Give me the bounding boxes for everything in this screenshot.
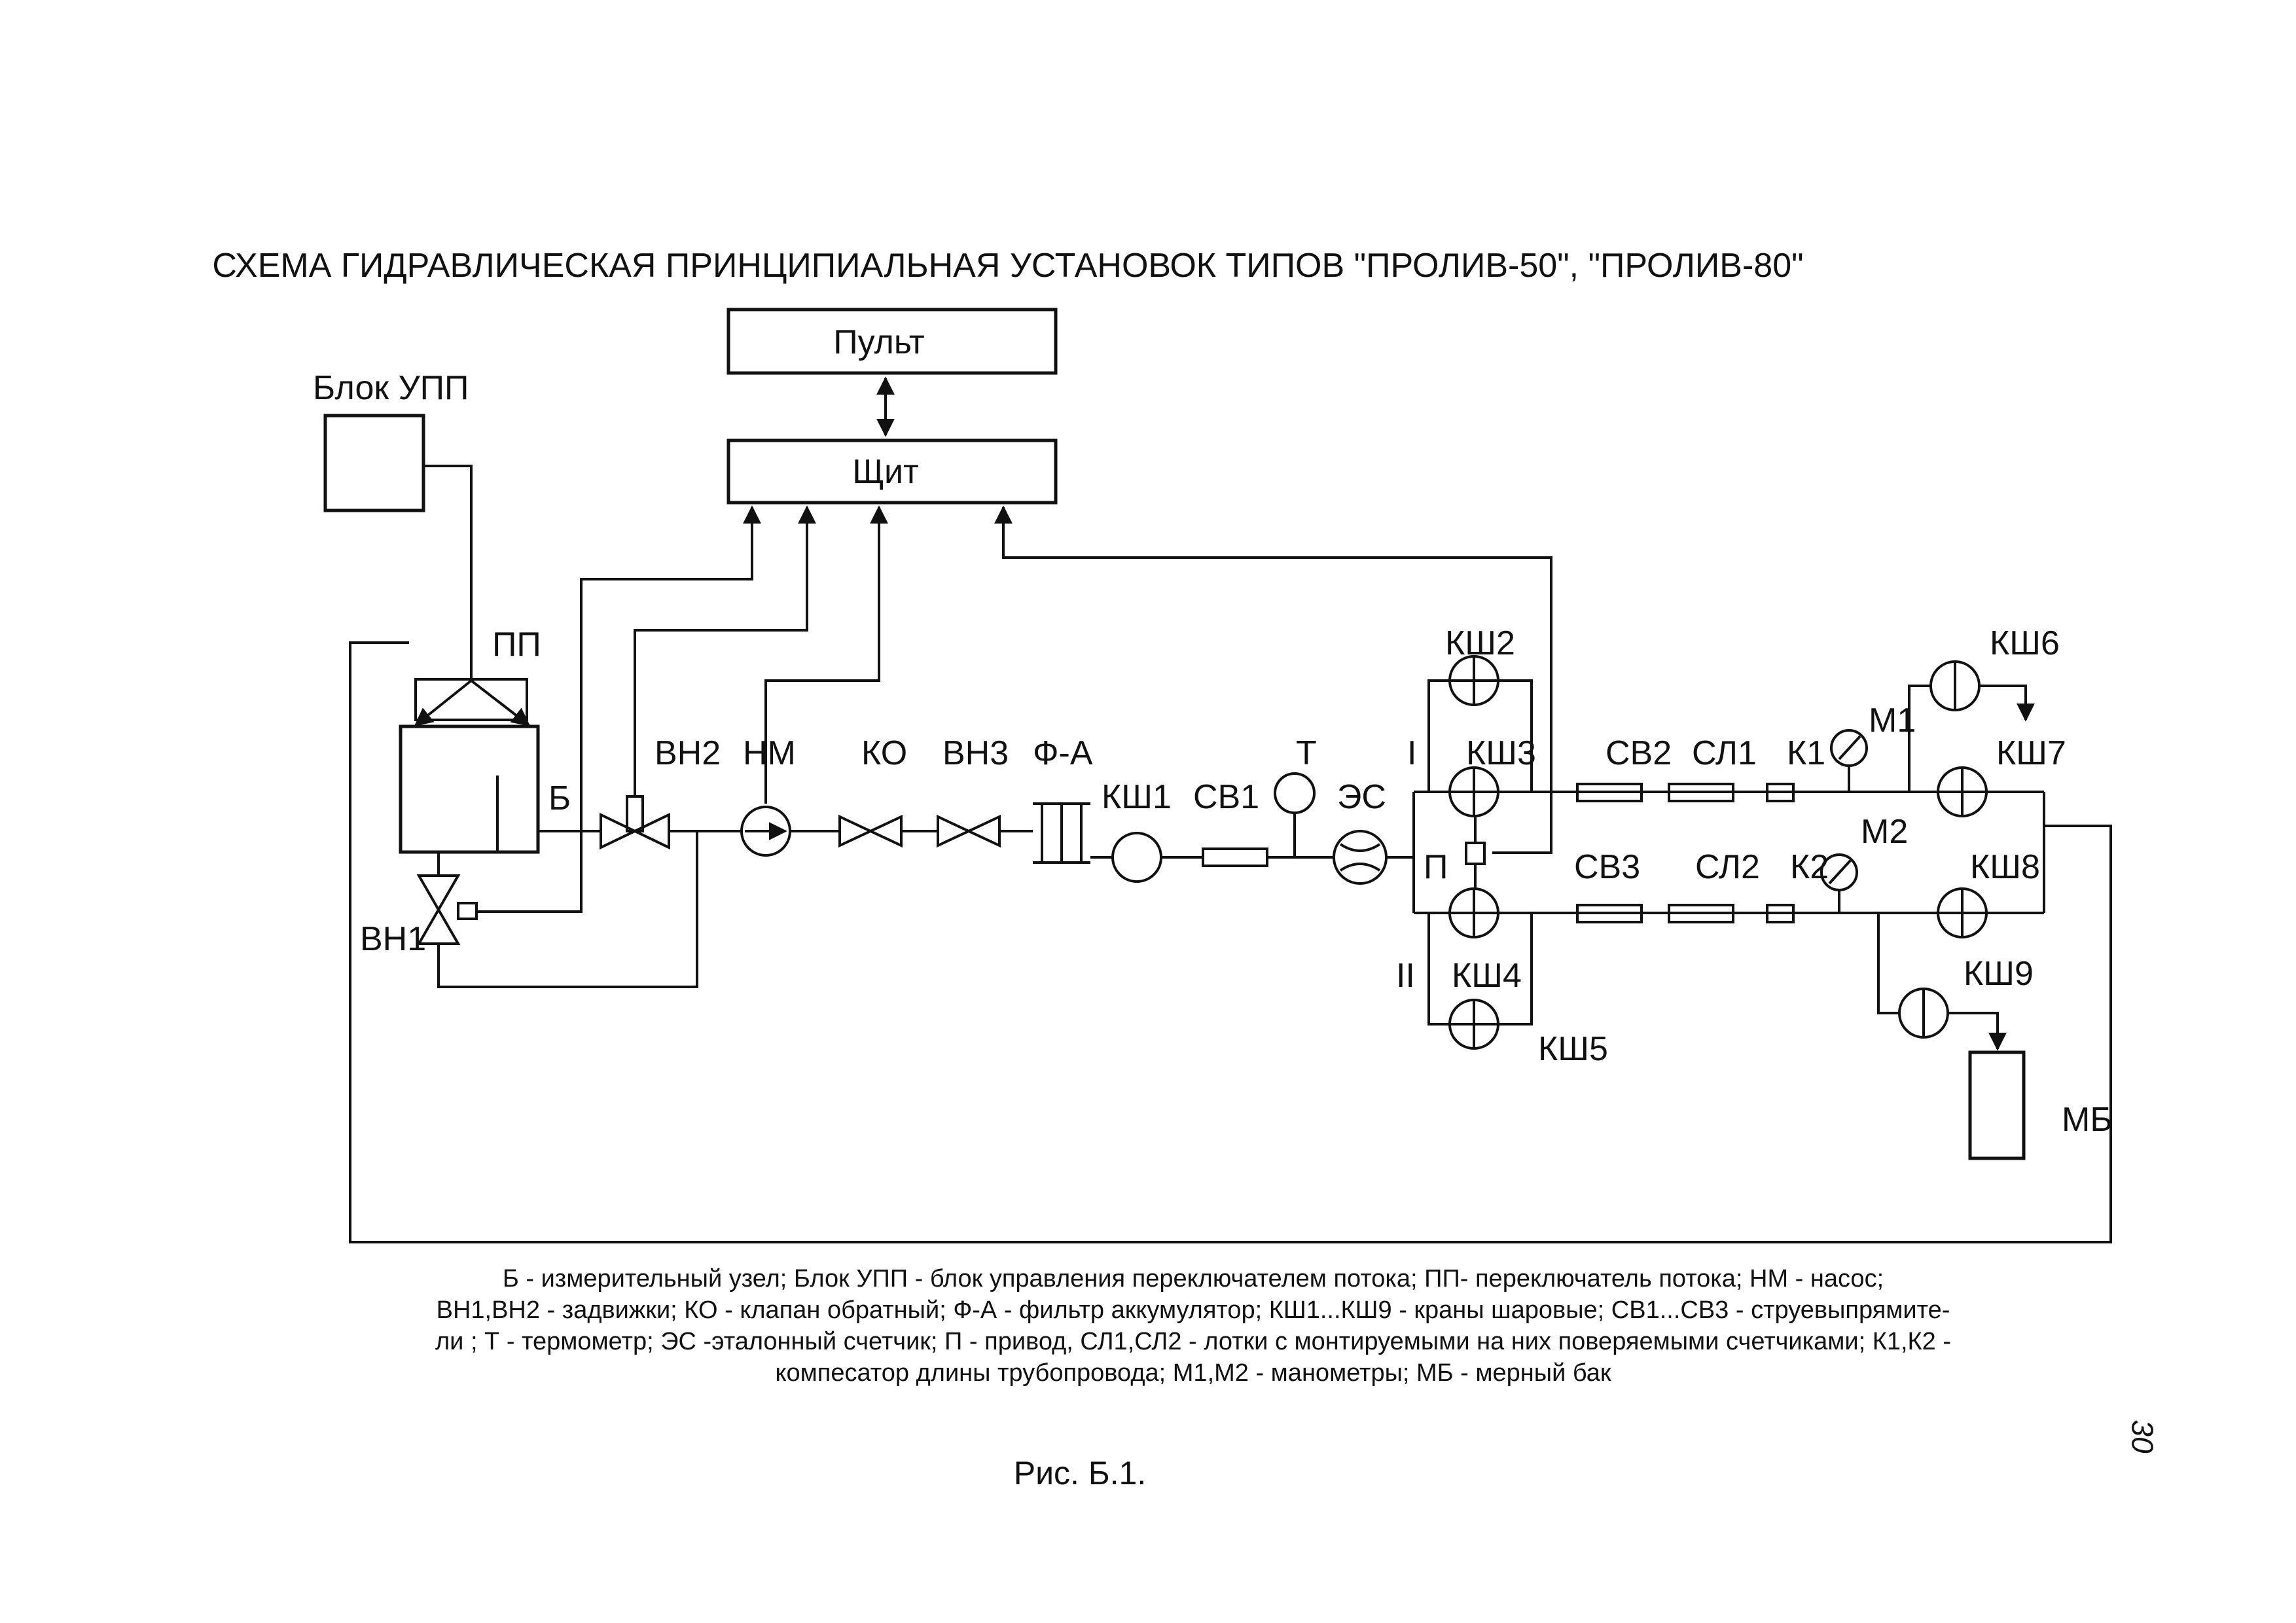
upp-block xyxy=(323,414,425,512)
vn3-valve xyxy=(937,814,972,848)
legend-line: ВН1,ВН2 - задвижки; КО - клапан обратный… xyxy=(436,1296,1950,1324)
manometer-m1 xyxy=(1830,729,1868,767)
vn3-label: ВН3 xyxy=(942,734,1009,772)
pp-arrow-left xyxy=(414,679,473,726)
thermometer xyxy=(1274,772,1316,814)
shchit-block xyxy=(726,438,1058,505)
check-valve-b xyxy=(867,814,903,848)
ksh9-label: КШ9 xyxy=(1964,955,2034,993)
reference-meter xyxy=(1333,830,1388,885)
pipe-return xyxy=(349,641,2112,1243)
es-curve-1 xyxy=(1339,843,1381,852)
ksh2-label: КШ2 xyxy=(1445,624,1515,662)
nm-label: НМ xyxy=(743,734,796,772)
upp-label: Блок УПП xyxy=(313,369,469,407)
page-number: 30 xyxy=(2125,1419,2160,1454)
flow-switch xyxy=(414,678,528,721)
tray-sl1 xyxy=(1668,783,1734,802)
pipe-ksh2-branch xyxy=(1427,679,1533,792)
straightener-sv3 xyxy=(1576,904,1643,923)
vn2-valve xyxy=(600,812,638,850)
ksh9-outlet xyxy=(1948,1012,2007,1051)
sl1-label: СЛ1 xyxy=(1692,734,1757,772)
ksh3-label: КШ3 xyxy=(1466,734,1536,772)
signal-nm xyxy=(764,505,888,804)
fa-label: Ф-А xyxy=(1033,734,1093,772)
pump xyxy=(740,806,791,857)
compensator-k1 xyxy=(1766,783,1795,802)
pp-arrow-right xyxy=(470,679,531,726)
measuring-node xyxy=(399,724,540,854)
pipe-bypass xyxy=(437,831,698,988)
vn2-valve-b xyxy=(632,812,670,850)
straightener-sv1 xyxy=(1202,847,1268,867)
figure-caption: Рис. Б.1. xyxy=(1013,1455,1147,1491)
es-label: ЭС xyxy=(1337,778,1386,816)
sv3-label: СВ3 xyxy=(1574,848,1640,886)
mb-label: МБ xyxy=(2062,1101,2112,1139)
pult-block xyxy=(726,308,1058,375)
legend: Б - измерительный узел; Блок УПП - блок … xyxy=(234,1263,2152,1389)
ksh7-label: КШ7 xyxy=(1996,734,2066,772)
ksh5-label: КШ5 xyxy=(1538,1030,1608,1068)
es-curve-2 xyxy=(1339,863,1381,872)
ball-valve-ksh1 xyxy=(1111,832,1162,883)
check-valve xyxy=(838,814,874,848)
drive xyxy=(1465,842,1486,865)
sv1-label: СВ1 xyxy=(1193,778,1259,816)
k1-label: К1 xyxy=(1787,734,1825,772)
legend-line: Б - измерительный узел; Блок УПП - блок … xyxy=(502,1265,1884,1293)
vn1-label: ВН1 xyxy=(360,920,426,958)
vn3-valve-b xyxy=(965,814,1001,848)
legend-line: ли ; Т - термометр; ЭС -эталонный счетчи… xyxy=(435,1328,1951,1355)
ko-label: КО xyxy=(861,734,907,772)
signal-vn1 xyxy=(478,505,761,913)
ii-label: II xyxy=(1396,957,1415,995)
upp-line xyxy=(423,465,473,679)
m2-needle xyxy=(1828,859,1852,885)
b-label: Б xyxy=(548,779,571,817)
p-label: П xyxy=(1424,848,1448,886)
ksh6-label: КШ6 xyxy=(1990,624,2060,662)
sv2-label: СВ2 xyxy=(1605,734,1672,772)
m2-label: М2 xyxy=(1861,813,1908,851)
vn2-actuator xyxy=(626,795,644,832)
sl2-label: СЛ2 xyxy=(1695,848,1760,886)
m1-needle xyxy=(1838,735,1861,760)
pipe-ksh5-branch xyxy=(1427,913,1533,1026)
ksh4-label: КШ4 xyxy=(1452,957,1522,995)
ksh1-label: КШ1 xyxy=(1102,778,1172,816)
signal-vn2 xyxy=(634,505,816,796)
pipe-ksh9 xyxy=(1877,913,1899,1014)
tray-sl2 xyxy=(1668,904,1734,923)
pp-label: ПП xyxy=(492,626,541,664)
ksh8-label: КШ8 xyxy=(1970,848,2040,886)
vn1-valve-top xyxy=(416,874,461,913)
ksh6-outlet xyxy=(1979,685,2035,722)
compensator-k2 xyxy=(1766,904,1795,923)
pult-label: Пульт xyxy=(833,323,924,361)
vn1-actuator xyxy=(457,902,478,920)
scheme-title: СХЕМА ГИДРАВЛИЧЕСКАЯ ПРИНЦИПИАЛЬНАЯ УСТА… xyxy=(212,247,1803,285)
straightener-sv2 xyxy=(1576,783,1643,802)
measuring-tank xyxy=(1968,1050,2026,1160)
signal-privod xyxy=(994,505,1552,854)
i-label: I xyxy=(1407,734,1416,772)
vn2-label: ВН2 xyxy=(655,734,721,772)
shchit-label: Щит xyxy=(852,453,919,491)
t-label: Т xyxy=(1296,734,1317,772)
manometer-m2 xyxy=(1820,853,1858,891)
legend-line: компесатор длины трубопровода; М1,М2 - м… xyxy=(775,1359,1611,1387)
pipe-ksh6 xyxy=(1908,685,1931,792)
